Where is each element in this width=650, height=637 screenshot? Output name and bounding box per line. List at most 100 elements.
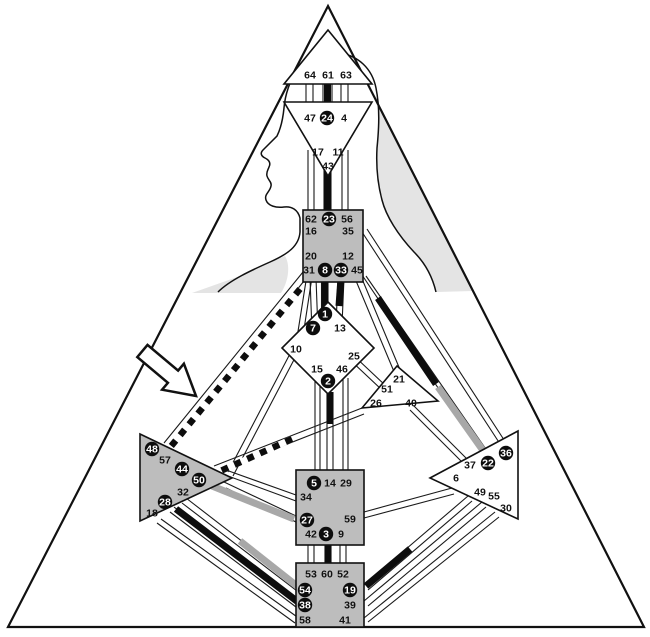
- gate-62: 62: [305, 214, 317, 226]
- channel-right-diagonal-black: [375, 296, 439, 386]
- gate-50: 50: [193, 475, 205, 487]
- gate-32: 32: [177, 487, 189, 499]
- sacral-solarplexus-channel: [363, 487, 455, 519]
- gate-40: 40: [405, 398, 417, 410]
- channel-32-54-gray: [237, 538, 300, 589]
- gate-54: 54: [299, 585, 311, 597]
- gate-59: 59: [344, 514, 356, 526]
- center-head: [282, 28, 374, 85]
- active-gate-marker: [297, 597, 313, 613]
- gate-24: 24: [321, 113, 333, 125]
- gate-19: 19: [344, 585, 356, 597]
- active-gate-marker: [144, 441, 160, 457]
- gate-31: 31: [303, 265, 315, 277]
- active-gate-marker: [317, 262, 333, 278]
- gate-9: 9: [338, 529, 344, 541]
- active-gate-marker: [480, 455, 496, 471]
- gate-51: 51: [381, 384, 393, 396]
- active-gate-marker: [498, 445, 514, 461]
- gate-47: 47: [304, 113, 316, 125]
- active-gate-marker: [319, 110, 335, 126]
- gate-11: 11: [332, 147, 343, 159]
- pointer-arrow-icon: [135, 343, 198, 398]
- gate-10: 10: [290, 344, 302, 356]
- channel-61-24-black: [324, 80, 331, 122]
- gate-61: 61: [322, 70, 334, 82]
- center-ajna: [282, 101, 374, 178]
- head-ajna-channels: [305, 80, 349, 122]
- gate-46: 46: [336, 364, 348, 376]
- channel-2-14-black: [326, 392, 333, 424]
- center-g: [280, 300, 376, 396]
- gate-20: 20: [305, 251, 317, 263]
- gate-53: 53: [305, 569, 317, 581]
- sacral-spleen-channels: [223, 469, 297, 523]
- gate-52: 52: [337, 569, 349, 581]
- gate-34: 34: [300, 492, 312, 504]
- active-gate-marker: [191, 472, 207, 488]
- gate-21: 21: [393, 374, 405, 386]
- active-gate-marker: [306, 475, 322, 491]
- gate-18: 18: [146, 508, 158, 520]
- gate-56: 56: [341, 214, 353, 226]
- gate-4: 4: [341, 113, 347, 125]
- gate-25: 25: [348, 351, 360, 363]
- gate-35: 35: [342, 226, 354, 238]
- gate-17: 17: [312, 147, 324, 159]
- channel-26-44-check-base: [214, 436, 294, 476]
- active-gate-marker: [297, 582, 313, 598]
- gate-41: 41: [339, 615, 351, 627]
- channel-43-23-black: [324, 168, 331, 212]
- gate-45: 45: [351, 265, 363, 277]
- centers: [139, 28, 519, 628]
- gate-38: 38: [299, 600, 311, 612]
- active-gate-marker: [299, 512, 315, 528]
- gate-36: 36: [500, 448, 512, 460]
- gate-8: 8: [322, 265, 328, 277]
- center-solar-plexus: [428, 429, 519, 521]
- throat-solarplexus-channels: [359, 228, 509, 463]
- active-gate-marker: [317, 306, 333, 322]
- throat-heart-channel: [353, 273, 402, 375]
- gate-58: 58: [299, 615, 311, 627]
- gate-numbers: 64 61 63 47 24 4 17 11 43 62 23 56 16 35…: [144, 70, 514, 627]
- gate-14: 14: [324, 478, 336, 490]
- gate-1: 1: [322, 309, 328, 321]
- gate-5: 5: [311, 478, 317, 490]
- gate-43: 43: [322, 161, 334, 173]
- active-gate-marker: [174, 461, 190, 477]
- gate-2: 2: [325, 376, 331, 388]
- channel-16-48-checkered: [165, 286, 303, 453]
- gate-12: 12: [342, 251, 354, 263]
- active-gate-marker: [321, 211, 337, 227]
- active-gate-marker: [305, 320, 321, 336]
- gate-63: 63: [340, 70, 352, 82]
- gate-16: 16: [305, 226, 317, 238]
- channel-right-diagonal-gray: [435, 384, 492, 462]
- gate-6: 6: [453, 473, 459, 485]
- channel-8-1-black: [321, 278, 328, 310]
- gate-49: 49: [474, 487, 486, 499]
- center-heart: [360, 364, 440, 409]
- spleen-root-channels: [156, 497, 301, 624]
- gate-23: 23: [323, 214, 335, 226]
- gate-33: 33: [335, 265, 347, 277]
- gate-44: 44: [176, 464, 188, 476]
- head-profile-outline: [217, 51, 437, 293]
- channel-27-50-gray: [210, 482, 296, 523]
- gate-42: 42: [305, 529, 317, 541]
- active-gate-marker: [342, 582, 358, 598]
- center-throat: [302, 209, 364, 283]
- active-gate-marker: [318, 526, 334, 542]
- gate-57: 57: [159, 455, 171, 467]
- gate-30: 30: [500, 503, 512, 515]
- gate-27: 27: [301, 515, 313, 527]
- active-gate-marker: [157, 494, 173, 510]
- gate-22: 22: [482, 458, 494, 470]
- active-gate-marker: [320, 373, 336, 389]
- gate-48: 48: [146, 444, 158, 456]
- gate-28: 28: [159, 497, 171, 509]
- active-gate-marker: [333, 262, 349, 278]
